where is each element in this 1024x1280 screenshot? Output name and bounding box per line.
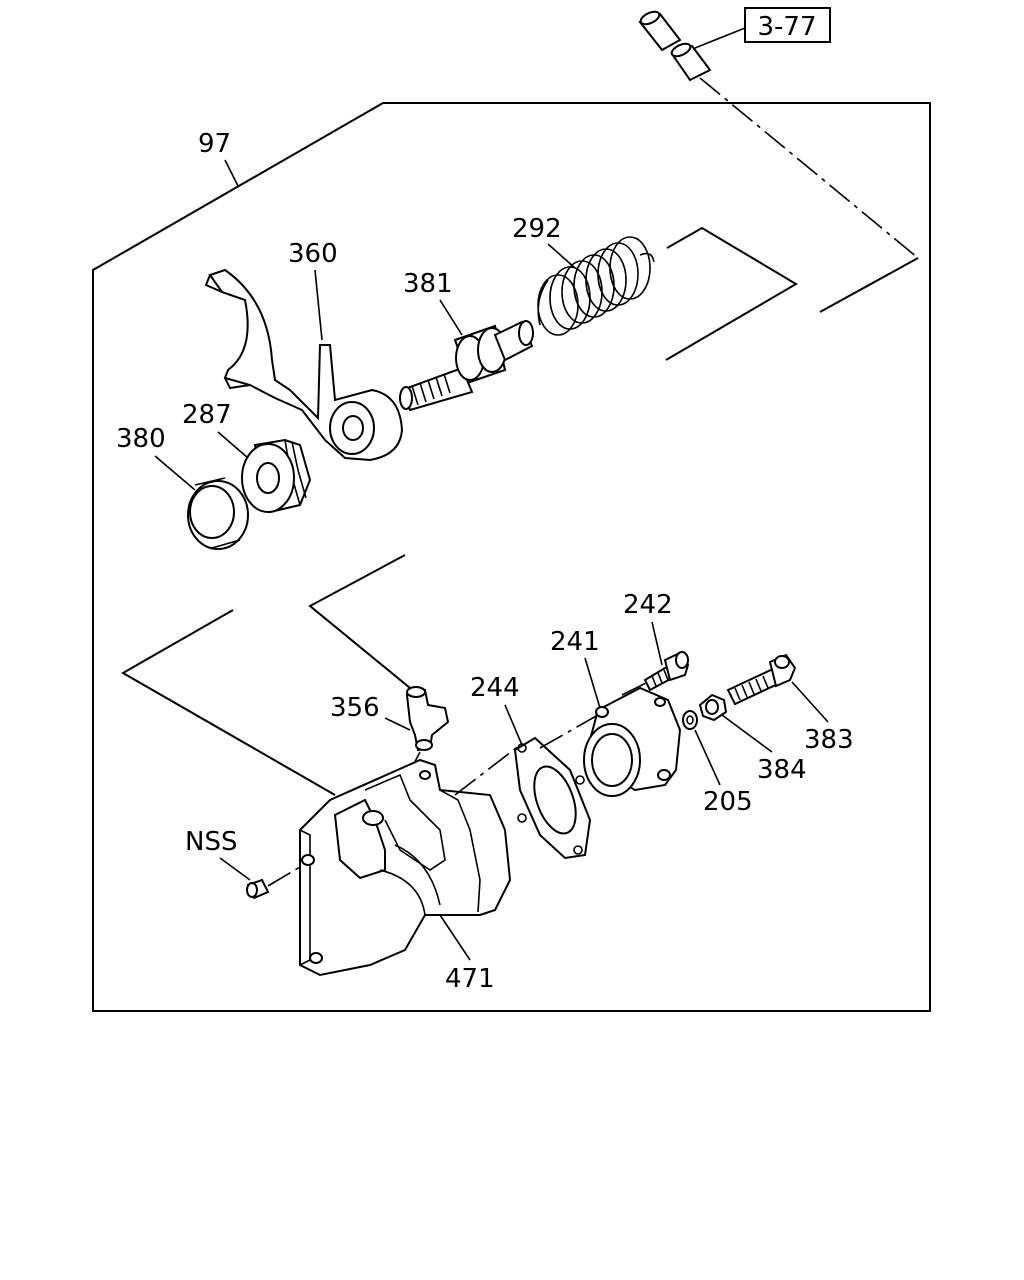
- label-356[interactable]: 356: [330, 693, 380, 723]
- housing-center-line: [454, 744, 521, 796]
- upper-axis-dash: [701, 227, 797, 285]
- label-380[interactable]: 380: [116, 424, 166, 454]
- ref-box[interactable]: 3-77: [744, 7, 831, 43]
- ref-bracket-line: [819, 257, 919, 313]
- ref-sleeve-part: [638, 10, 712, 82]
- assembly-outline: [92, 102, 931, 1012]
- upper-axis-bracket: [665, 226, 798, 361]
- plug[interactable]: [246, 878, 270, 900]
- small-bolt[interactable]: [643, 650, 690, 692]
- leader-360: [314, 269, 323, 341]
- leader-292: [547, 243, 576, 269]
- leader-nss: [219, 857, 251, 881]
- leader-205: [694, 729, 721, 786]
- label-205[interactable]: 205: [703, 787, 753, 817]
- fitting-axis-dash: [309, 605, 411, 689]
- leader-383: [791, 681, 829, 723]
- label-287[interactable]: 287: [182, 400, 232, 430]
- label-244[interactable]: 244: [470, 673, 520, 703]
- leader-356: [384, 717, 411, 731]
- label-383[interactable]: 383: [804, 725, 854, 755]
- housing-axis-bracket: [120, 609, 336, 796]
- shift-rod[interactable]: [399, 320, 534, 412]
- leader-384: [721, 714, 773, 753]
- label-292[interactable]: 292: [512, 214, 562, 244]
- shift-fork[interactable]: [204, 268, 404, 462]
- leader-244: [504, 704, 523, 746]
- label-360[interactable]: 360: [288, 239, 338, 269]
- label-242[interactable]: 242: [623, 590, 673, 620]
- leader-242: [651, 621, 663, 666]
- leader-380: [154, 455, 196, 491]
- washer[interactable]: [682, 710, 698, 730]
- housing[interactable]: [299, 758, 512, 977]
- cover[interactable]: [583, 686, 682, 797]
- gasket-center-line: [539, 714, 599, 749]
- bushing[interactable]: [241, 438, 312, 514]
- leader-97: [224, 159, 239, 187]
- leader-471: [439, 914, 471, 961]
- gasket[interactable]: [513, 736, 592, 860]
- label-471[interactable]: 471: [445, 964, 495, 994]
- label-nss[interactable]: NSS: [185, 827, 237, 857]
- label-381[interactable]: 381: [403, 269, 453, 299]
- housing-axis-dash: [122, 672, 336, 796]
- seal-ring[interactable]: [187, 477, 249, 550]
- ref-box-label: 3-77: [757, 12, 816, 42]
- label-241[interactable]: 241: [550, 627, 600, 657]
- long-bolt[interactable]: [726, 653, 797, 706]
- ref-leader-line: [689, 27, 746, 51]
- nut[interactable]: [698, 693, 728, 722]
- leader-381: [439, 299, 463, 336]
- label-384[interactable]: 384: [757, 755, 807, 785]
- label-97[interactable]: 97: [198, 129, 231, 159]
- leader-287: [217, 431, 249, 459]
- elbow-fitting[interactable]: [405, 686, 450, 752]
- ref-center-line: [699, 77, 919, 259]
- cover-center-line: [621, 681, 649, 696]
- leader-241: [584, 657, 601, 709]
- fitting-axis-bracket: [308, 554, 411, 689]
- plug-center-line: [267, 863, 306, 887]
- return-spring[interactable]: [537, 236, 655, 336]
